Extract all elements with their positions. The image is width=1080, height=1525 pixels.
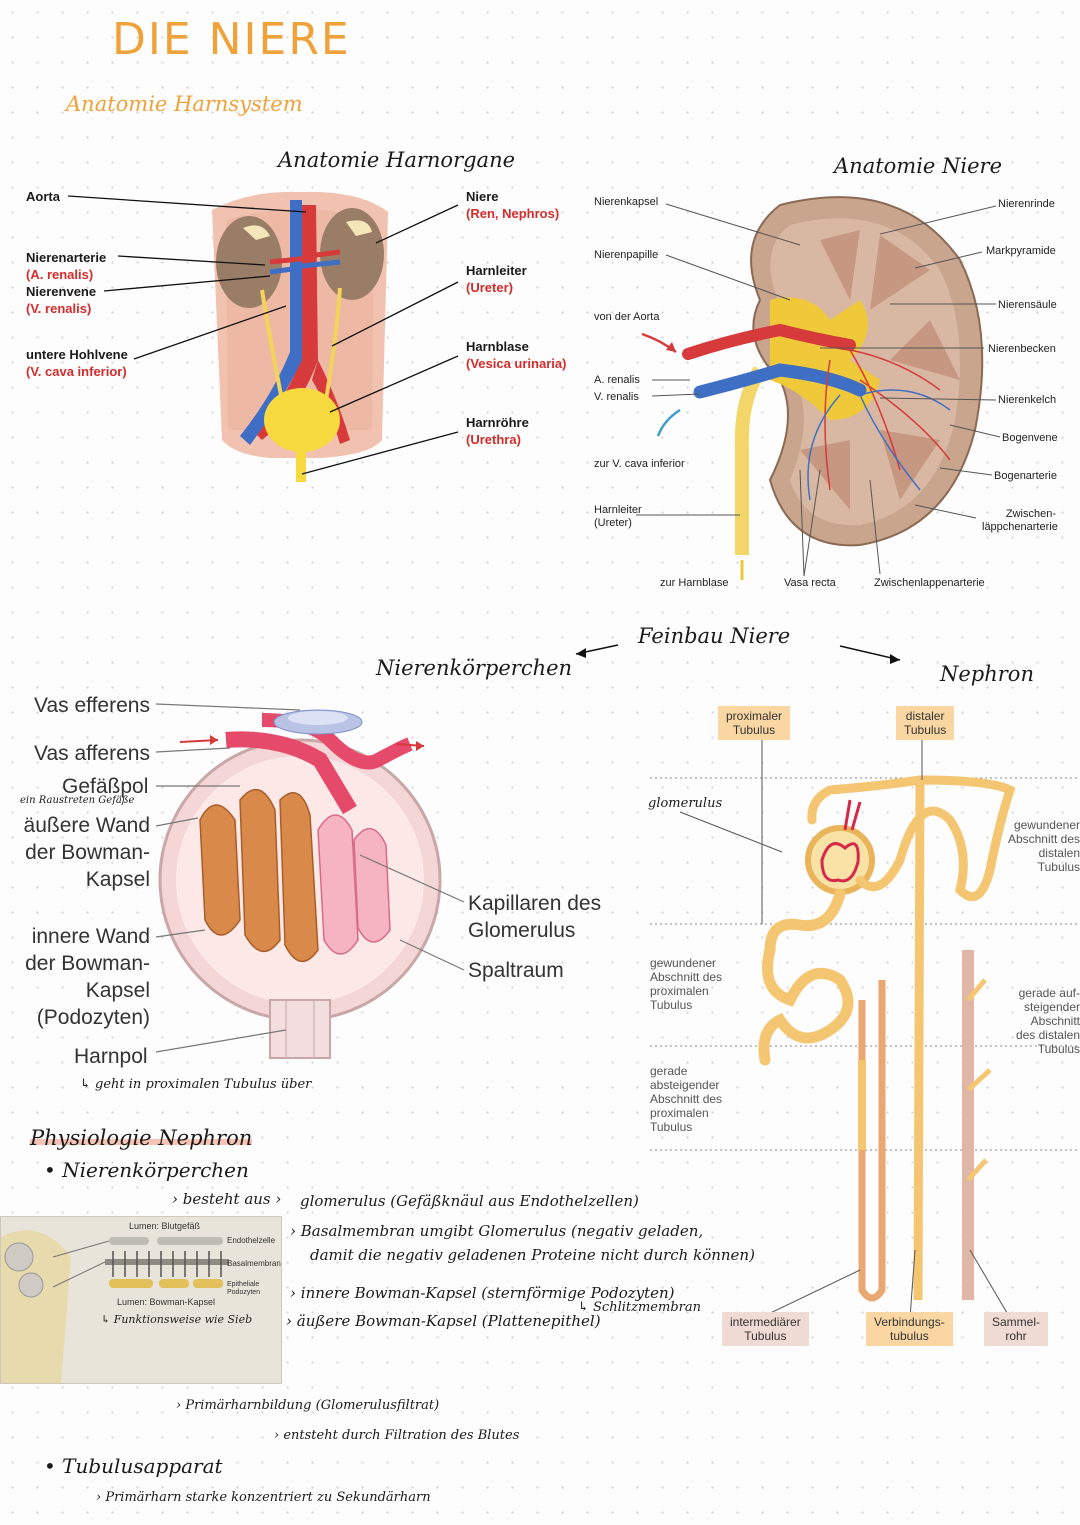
label-kapillaren: Kapillaren des Glomerulus [468,892,602,942]
label-vasa-recta: Vasa recta [784,577,836,589]
note-schlitzmembran: ↳ Schlitzmembran [578,1300,701,1315]
label-zwischenlappenarterie: Zwischenlappenarterie [874,577,985,589]
label-gewundener-distal: gewundener Abschnitt des distalen Tubulu… [1007,818,1080,874]
nephron-figure [650,740,1080,1319]
heading-harnorgane: Anatomie Harnorgane [278,148,516,172]
label-markpyramide: Markpyramide [986,245,1056,257]
page-title: DIE NIERE [112,14,351,65]
item-glomerulus: glomerulus (Gefäßknäul aus Endothelzelle… [300,1192,639,1210]
photo-endothel: Endothelzelle [227,1236,276,1245]
label-gerade-absteigender: gerade absteigender Abschnitt des proxim… [650,1064,723,1134]
note-gefaesspol: ein Raustreten Gefäße [20,795,135,806]
label-zur-harnblase: zur Harnblase [660,577,729,589]
label-gerade-aufsteigender: gerade auf- steigender Abschnitt des dis… [1015,986,1080,1056]
label-von-aorta: von der Aorta [594,311,660,323]
photo-basal: Basalmembran [227,1259,281,1268]
label-aeussere-wand: äußere Wand der Bowman- Kapsel [23,814,150,891]
label-v-renalis: V. renalis [594,391,639,403]
note-harnpol: ↳ geht in proximalen Tubulus über [80,1077,312,1092]
label-nierenkapsel: Nierenkapsel [594,196,659,208]
text-primaerharnbildung: › Primärharnbildung (Glomerulusfiltrat) [176,1398,440,1413]
label-hohlvene: untere Hohlvene (V. cava inferior) [26,347,128,379]
label-nierenkelch: Nierenkelch [998,394,1057,406]
label-vas-afferens: Vas afferens [34,742,150,765]
bullet-tubulusapparat: • Tubulusapparat [44,1454,223,1478]
label-harnroehre: Harnröhre (Urethra) [466,415,529,447]
label-glomerulus-hand: glomerulus [648,796,723,811]
label-a-renalis: A. renalis [594,374,640,386]
urinary-system-figure [67,191,459,482]
heading-physiologie: Physiologie Nephron [30,1126,253,1150]
box-sammelrohr: Sammel- rohr [984,1312,1049,1346]
label-nierenarterie: Nierenarterie (A. renalis) Nierenvene (V… [26,250,107,316]
label-zur-cava: zur V. cava inferior [594,458,685,470]
heading-nephron: Nephron [940,662,1034,686]
heading-anatomie-niere: Anatomie Niere [834,154,1003,178]
label-innere-wand: innere Wand der Bowman- Kapsel (Podozyte… [25,925,150,1029]
kidney-cross-section-figure [636,196,1001,580]
label-harnblase: Harnblase (Vesica urinaria) [466,339,567,371]
text-primaerharn: › Primärharn starke konzentriert zu Seku… [96,1490,431,1505]
photo-epithel: Epitheliale Podozyten [227,1281,261,1296]
renal-corpuscle-figure [155,703,465,1059]
text-filtration: › entsteht durch Filtration des Blutes [274,1428,520,1443]
box-intermediaerer-tubulus: intermediärer Tubulus [722,1312,809,1346]
label-aorta: Aorta [26,189,60,204]
bullet-nierenkoerperchen: • Nierenkörperchen [44,1158,249,1182]
feinbau-arrows [575,644,901,664]
label-harnleiter: Harnleiter (Ureter) [466,263,527,295]
box-proximaler-tubulus: proximaler Tubulus [718,706,791,740]
photo-lumen-bowman: Lumen: Bowman-Kapsel [117,1297,216,1307]
item-innere-kapsel: › innere Bowman-Kapsel (sternförmige Pod… [290,1284,675,1302]
label-bogenarterie: Bogenarterie [994,470,1057,482]
label-nierenrinde: Nierenrinde [998,198,1055,210]
label-harnpol: Harnpol [74,1045,148,1068]
page-subtitle: Anatomie Harnsystem [66,92,303,116]
label-gefaesspol: Gefäßpol [62,775,149,798]
label-spaltraum: Spaltraum [468,959,564,982]
label-gewundener-proximal: gewundener Abschnitt des proximalen Tubu… [650,956,723,1012]
label-nierensaeule: Nierensäule [998,299,1057,311]
heading-nierenkoerperchen: Nierenkörperchen [376,656,573,680]
label-harnleiter-2: Harnleiter (Ureter) [594,504,642,529]
item-basalmembran: › Basalmembran umgibt Glomerulus (negati… [290,1222,704,1240]
label-nierenpapille: Nierenpapille [594,249,659,261]
item-aeussere-kapsel: › äußere Bowman-Kapsel (Plattenepithel) [286,1312,601,1330]
filtration-barrier-photo: Lumen: Blutgefäß Endothelzelle Basalmemb… [0,1216,282,1384]
label-vas-efferens: Vas efferens [34,694,150,717]
label-zwischenlaeppchenarterie: Zwischen- läppchenarterie [982,508,1058,533]
box-verbindungstubulus: Verbindungs- tubulus [866,1312,953,1346]
label-bogenvene: Bogenvene [1002,432,1058,444]
label-niere: Niere (Ren, Nephros) [466,189,560,221]
label-nierenbecken: Nierenbecken [988,343,1056,355]
item-basalmembran-2: damit die negativ geladenen Proteine nic… [310,1246,755,1264]
photo-funktion: ↳ Funktionsweise wie Sieb [101,1313,253,1326]
box-distaler-tubulus: distaler Tubulus [896,706,955,740]
heading-feinbau: Feinbau Niere [638,624,791,648]
photo-lumen-blut: Lumen: Blutgefäß [129,1221,201,1231]
text-besteht-aus: › besteht aus › [172,1190,282,1208]
